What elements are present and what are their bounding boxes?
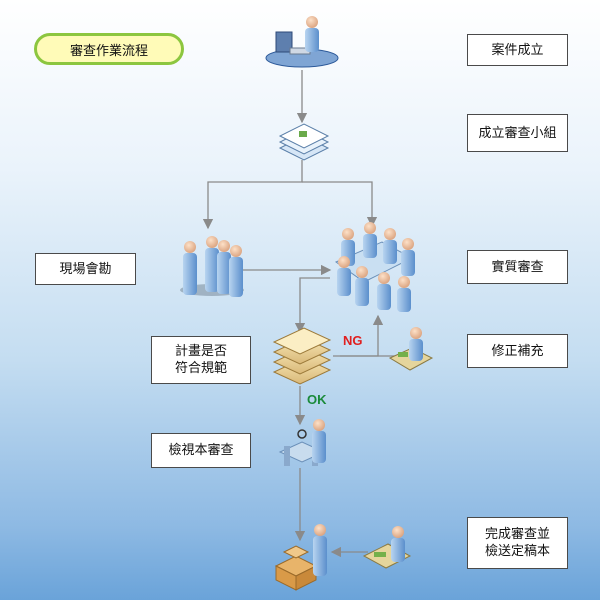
person-inspecting-icon <box>278 419 326 466</box>
label-revise: 修正補充 <box>467 334 568 368</box>
label-inspect: 檢視本審查 <box>151 433 251 468</box>
label-review: 實質審查 <box>467 250 568 284</box>
person-at-desk-icon <box>388 327 434 371</box>
label-site: 現場會勘 <box>35 253 136 285</box>
documents-stack-icon <box>278 123 330 161</box>
connector-team-split <box>202 160 303 230</box>
label-plan: 計畫是否 符合規範 <box>151 336 251 384</box>
label-finish: 完成審查並 檢送定稿本 <box>467 517 568 569</box>
person-with-boxes-icon <box>274 524 327 591</box>
document-pile-icon <box>272 327 332 385</box>
label-case: 案件成立 <box>467 34 568 66</box>
label-team: 成立審查小組 <box>467 114 568 152</box>
meeting-table-icon <box>334 222 415 312</box>
decision-ok-label: OK <box>307 392 327 407</box>
people-group-icon <box>180 236 244 297</box>
decision-ng-label: NG <box>343 333 363 348</box>
person-at-computer-icon <box>265 16 339 68</box>
flowchart-title: 審查作業流程 <box>34 33 184 65</box>
connector-review-to-plan <box>294 277 330 334</box>
connector-team-to-review <box>302 181 378 228</box>
person-at-desk-icon-2 <box>362 526 412 569</box>
